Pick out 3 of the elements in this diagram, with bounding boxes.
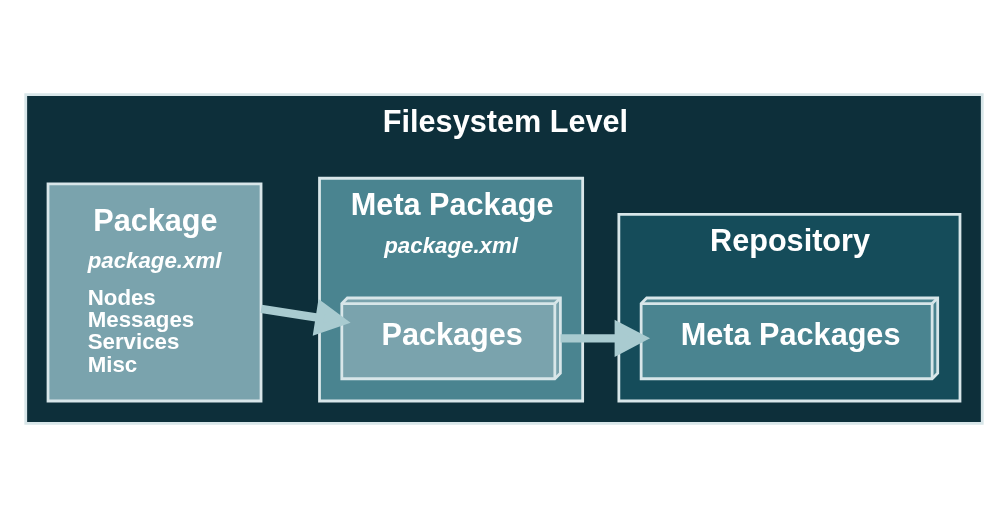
arrow: [560, 319, 651, 357]
node-box: Package package.xml Nodes Messages Services Misc: [46, 182, 263, 403]
arrow: [260, 299, 351, 336]
